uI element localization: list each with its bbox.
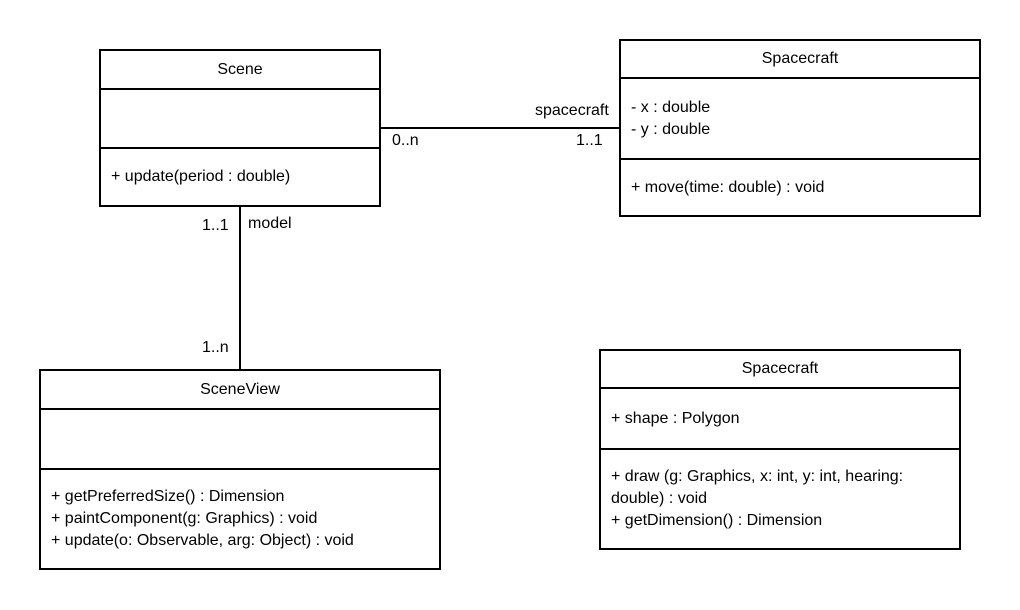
operation: + paintComponent(g: Graphics) : void (51, 510, 318, 527)
class-sceneview-attributes (41, 410, 439, 470)
operation: + update(o: Observable, arg: Object) : v… (51, 532, 354, 549)
class-sceneview-operations: + getPreferredSize() : Dimension + paint… (41, 470, 439, 568)
class-sceneview-name: SceneView (200, 380, 280, 398)
class-spacecraft-view-name: Spacecraft (741, 360, 819, 377)
class-spacecraft-model-operations: + move(time: double) : void (621, 160, 979, 215)
operation: + move(time: double) : void (631, 178, 825, 196)
class-scene-operations: + update(period : double) (101, 149, 379, 205)
class-spacecraft-model-attributes: - x : double - y : double (621, 79, 979, 160)
class-spacecraft-model-header: Spacecraft (621, 41, 979, 79)
class-scene-attributes (101, 90, 379, 149)
attribute: - x : double (631, 98, 711, 116)
class-spacecraft-view[interactable]: Spacecraft + shape : Polygon + draw (g: … (599, 349, 961, 550)
association-role-model: model (248, 215, 292, 232)
class-spacecraft-model[interactable]: Spacecraft - x : double - y : double + m… (619, 39, 981, 217)
class-sceneview[interactable]: SceneView + getPreferredSize() : Dimensi… (39, 369, 441, 570)
operation: double) : void (611, 490, 708, 507)
multiplicity-sceneview-end: 1..n (202, 339, 229, 356)
multiplicity-scene-end: 0..n (392, 132, 419, 149)
operation: + getDimension() : Dimension (611, 512, 823, 529)
multiplicity-scene-end-model: 1..1 (202, 217, 229, 234)
class-scene-name: Scene (217, 60, 263, 78)
class-scene-header: Scene (101, 51, 379, 90)
class-spacecraft-view-attributes: + shape : Polygon (601, 389, 959, 450)
class-spacecraft-view-header: Spacecraft (601, 351, 959, 389)
attribute: - y : double (631, 120, 711, 138)
association-role-spacecraft: spacecraft (535, 102, 609, 119)
class-scene[interactable]: Scene + update(period : double) (99, 49, 381, 207)
operation: + draw (g: Graphics, x: int, y: int, hea… (611, 468, 904, 485)
attribute: + shape : Polygon (611, 409, 740, 427)
operation: + getPreferredSize() : Dimension (51, 488, 285, 505)
class-sceneview-header: SceneView (41, 371, 439, 410)
operation: + update(period : double) (111, 168, 291, 185)
multiplicity-spacecraft-end: 1..1 (576, 132, 603, 149)
class-spacecraft-view-operations: + draw (g: Graphics, x: int, y: int, hea… (601, 450, 959, 548)
class-spacecraft-model-name: Spacecraft (761, 50, 839, 67)
